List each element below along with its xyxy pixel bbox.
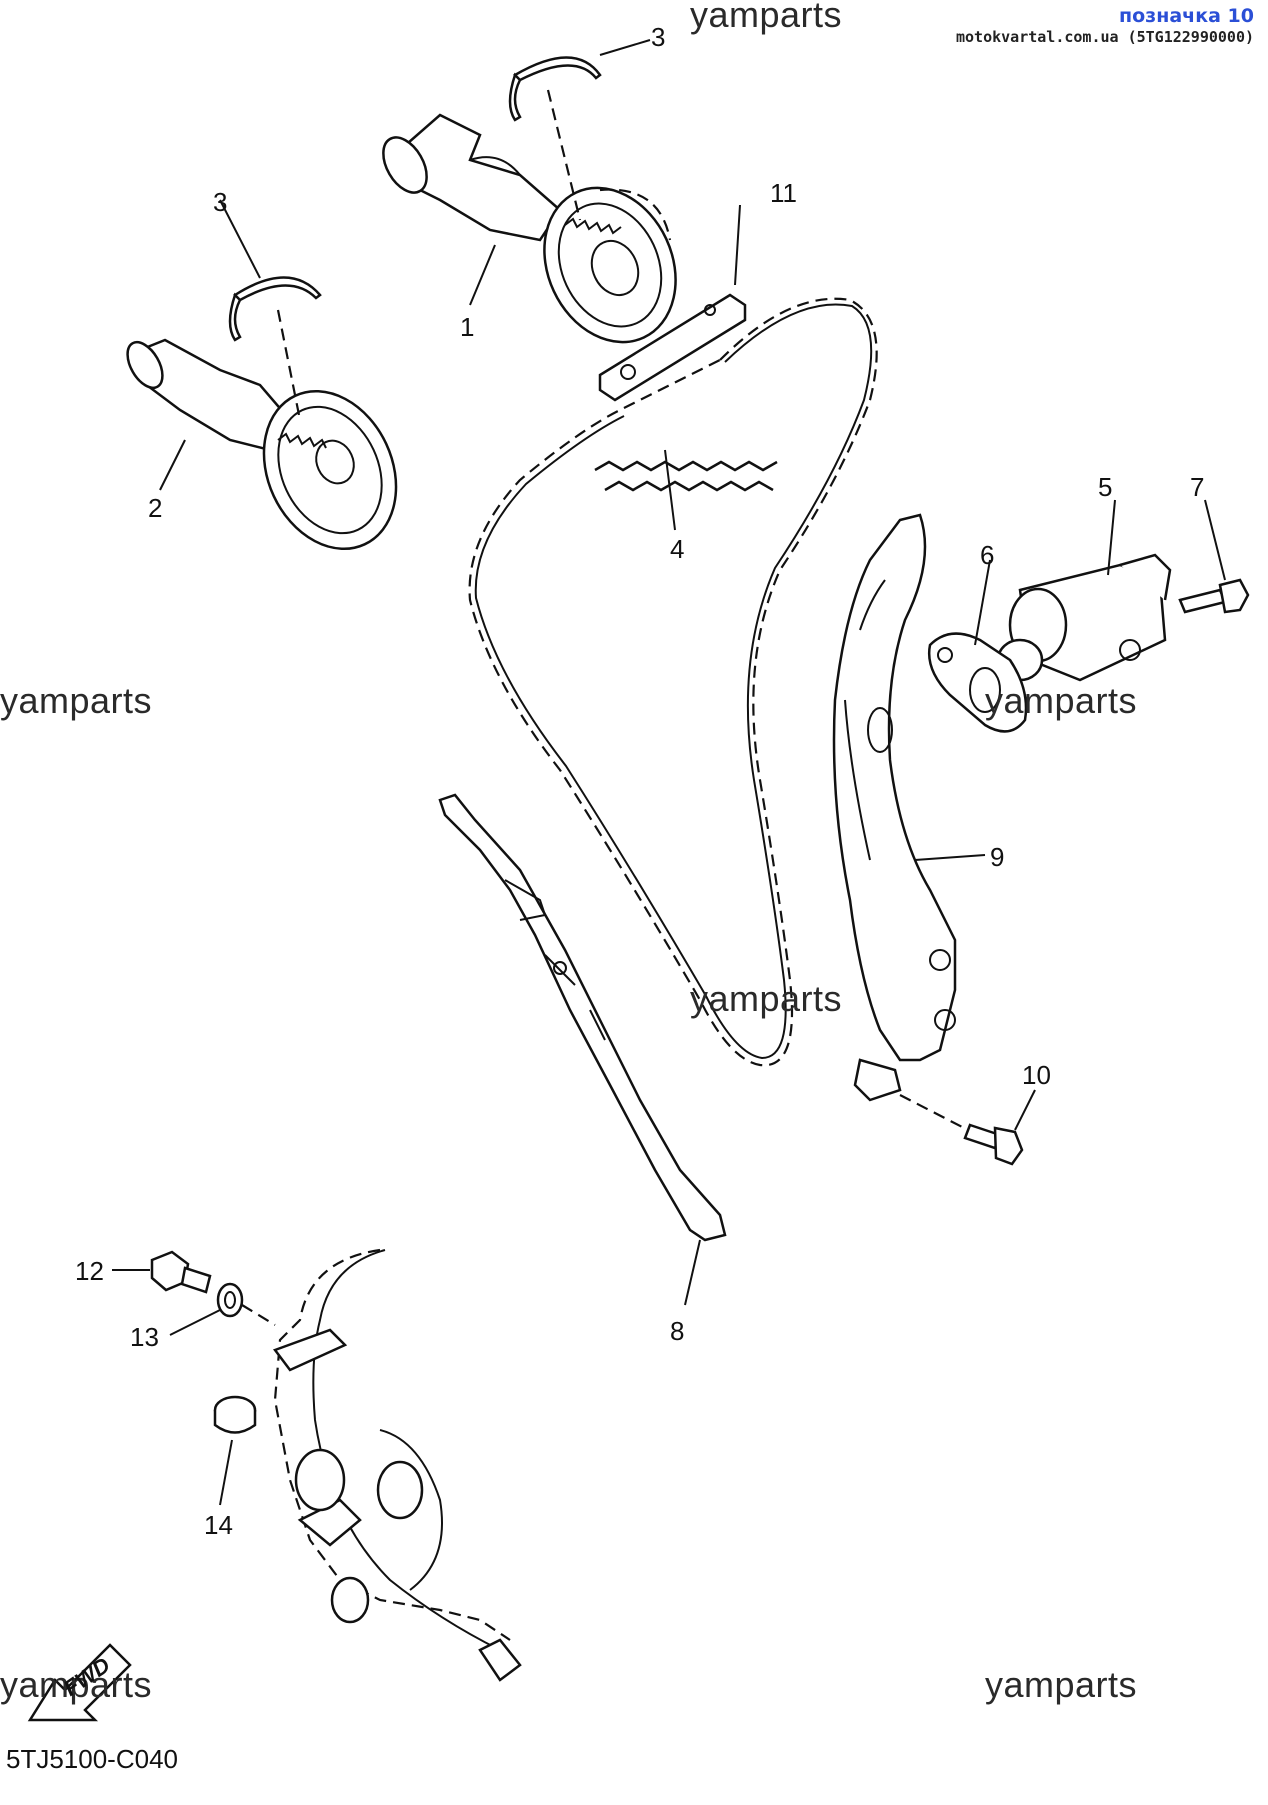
watermark-center: yamparts — [690, 978, 843, 1019]
chain-guide-8-drawing — [438, 793, 727, 1242]
tensioner-5-drawing — [996, 553, 1172, 682]
part-label-13: 13 — [130, 1322, 159, 1352]
leader-lines — [112, 39, 1226, 1506]
watermark-bottom-left: yamparts — [0, 1664, 153, 1705]
bolt-12-drawing — [150, 1250, 212, 1294]
part-label-9: 9 — [990, 842, 1005, 872]
bolt-10-drawing — [963, 1123, 1024, 1166]
part-label-3-top: 3 — [651, 22, 666, 52]
part-label-5: 5 — [1098, 472, 1113, 502]
watermark-left: yamparts — [0, 680, 153, 721]
crankcase-drawing — [272, 1248, 522, 1682]
header-label: позначка 10 — [1119, 5, 1254, 27]
diagram-code: 5TJ5100-C040 — [6, 1744, 178, 1774]
part-label-11: 11 — [770, 178, 797, 208]
part-label-7: 7 — [1190, 472, 1205, 502]
chain-guide-9-drawing — [832, 513, 957, 1062]
watermark-top: yamparts — [690, 0, 843, 35]
header-source: motokvartal.com.ua (5TG122990000) — [955, 28, 1254, 46]
guide-stopper-11-drawing — [598, 293, 747, 402]
part-label-2: 2 — [148, 493, 163, 523]
fwd-arrow-icon — [27, 1643, 132, 1722]
part-label-10: 10 — [1022, 1060, 1051, 1090]
part-label-8: 8 — [670, 1316, 685, 1346]
circlip-3-left-drawing — [228, 276, 322, 342]
part-label-6: 6 — [980, 540, 995, 570]
part-label-14: 14 — [204, 1510, 233, 1540]
gasket-6-drawing — [927, 632, 1028, 733]
plug-14-drawing — [213, 1395, 257, 1434]
part-label-1: 1 — [460, 312, 475, 342]
washer-13-drawing — [216, 1282, 244, 1318]
camshaft-2-drawing — [126, 338, 398, 551]
watermark-bottom-right: yamparts — [985, 1664, 1138, 1705]
bolt-7-drawing — [1178, 578, 1250, 614]
part-label-12: 12 — [75, 1256, 104, 1286]
part-label-3-left: 3 — [213, 187, 228, 217]
watermark-right: yamparts — [985, 680, 1138, 721]
circlip-3-top-drawing — [508, 56, 602, 122]
camshaft-1-drawing — [382, 113, 677, 344]
timing-chain-4-drawing — [468, 297, 878, 1067]
part-label-4: 4 — [670, 534, 685, 564]
